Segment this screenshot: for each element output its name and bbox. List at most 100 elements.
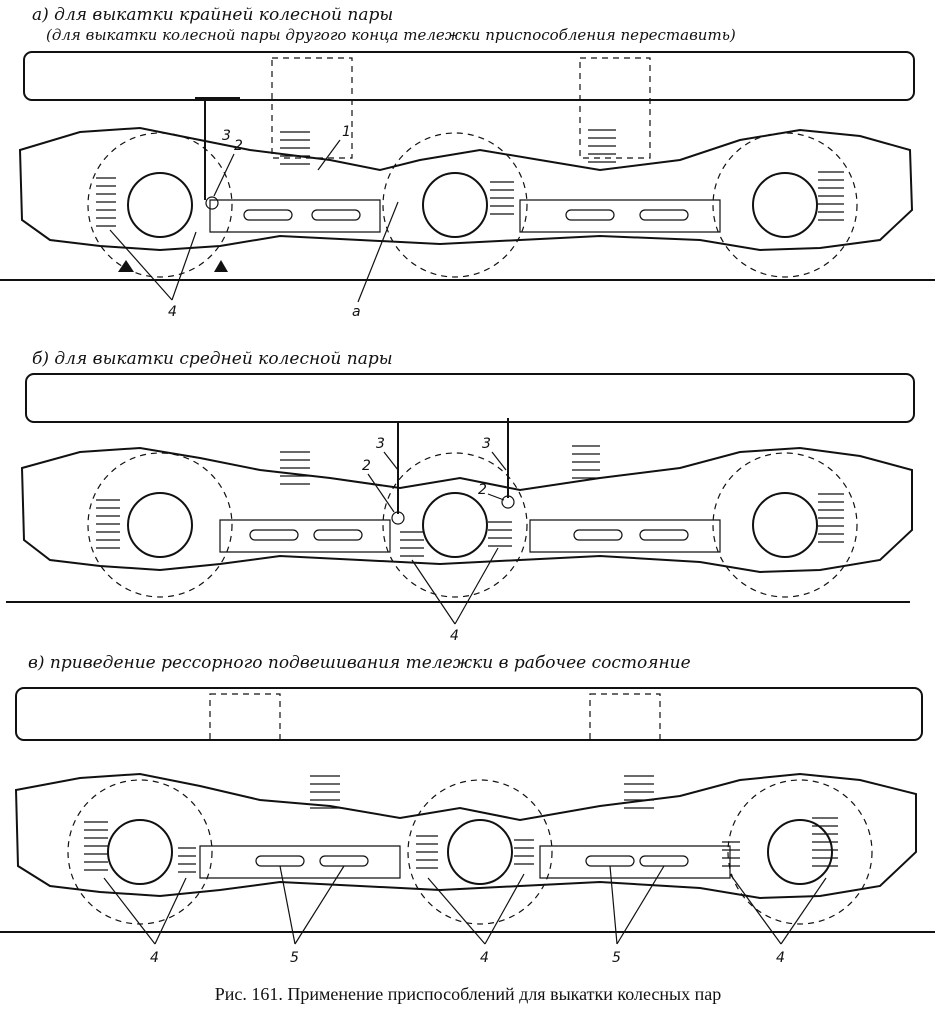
panel-c-callout-5-right: 5	[612, 950, 621, 966]
panel-a-wheel-outline-3	[712, 132, 858, 278]
panel-c-spring-right	[812, 817, 838, 867]
panel-b-cradle-spring-2	[572, 445, 600, 479]
panel-b-callout-2-right: 2	[478, 482, 487, 498]
panel-b-wheel-outline-3	[712, 452, 858, 598]
panel-a-cradle-spring-2	[588, 129, 616, 163]
panel-c-callout-4-mid: 4	[480, 950, 489, 966]
panel-b-spring-right	[818, 493, 844, 543]
panel-a-callout-a: а	[352, 304, 361, 320]
panel-a-spring-right	[818, 171, 844, 221]
panel-a-cradle-spring-1	[280, 131, 310, 165]
panel-a-body-frame	[23, 51, 915, 101]
panel-a-axle-box-3	[752, 172, 818, 238]
panel-b-slot-3	[573, 529, 623, 541]
panel-a-callout-3: 3	[222, 128, 231, 144]
panel-a-spring-left	[96, 177, 116, 227]
panel-c-equalizer-left	[199, 845, 401, 879]
panel-b-slot-2	[313, 529, 363, 541]
panel-a-leader-1	[317, 139, 341, 171]
panel-b-callout-4: 4	[450, 628, 459, 644]
panel-c-wheel-outline-3	[727, 779, 873, 925]
panel-b-leader-2-left	[367, 473, 395, 513]
panel-c-slot-3	[585, 855, 635, 867]
panel-c-spring-left-inner	[178, 847, 196, 873]
panel-a-callout-1: 1	[342, 124, 351, 140]
panel-b-axle-box-1	[127, 492, 193, 558]
panel-c-leader-4-right-a	[729, 873, 782, 945]
panel-a: а) для выкатки крайней колесной пары (дл…	[0, 5, 935, 320]
panel-b-leader-2-right	[487, 493, 505, 501]
panel-c-wheel-outline-2	[407, 779, 553, 925]
panel-c-equalizer-right	[539, 845, 731, 879]
panel-b-slot-1	[249, 529, 299, 541]
panel-b-equalizer-right	[529, 519, 721, 553]
panel-a-slot-1	[243, 209, 293, 221]
panel-a-side-frame	[18, 126, 914, 252]
panel-a-axle-box-1	[127, 172, 193, 238]
panel-a-subtitle: (для выкатки колесной пары другого конца…	[46, 26, 736, 44]
panel-b-wheel-outline-2	[382, 452, 528, 598]
panel-a-leader-4a	[109, 229, 173, 301]
panel-c-leader-4-mid-a	[427, 877, 486, 945]
panel-c-leader-5-left-b	[294, 865, 345, 945]
panel-a-leader-4b	[171, 231, 197, 301]
panel-a-spring-center	[490, 181, 514, 215]
panel-b: б) для выкатки средней колесной пары 2 3…	[6, 349, 915, 644]
panel-b-leader-3-right	[491, 451, 507, 471]
panel-b-hanger-eye-right	[501, 495, 515, 509]
panel-b-callout-2-left: 2	[362, 458, 371, 474]
panel-c-bolster-left	[209, 693, 281, 741]
panel-b-callout-3-left: 3	[376, 436, 385, 452]
panel-c-leader-5-right-b	[616, 865, 665, 945]
panel-c-side-frame	[14, 772, 917, 900]
panel-a-equalizer-right	[519, 199, 721, 233]
panel-a-callout-4: 4	[168, 304, 177, 320]
panel-c-spring-mid-left	[416, 835, 438, 869]
panel-c-spring-right-inner	[722, 841, 740, 867]
panel-c-body-frame	[15, 687, 923, 741]
panel-b-equalizer-left	[219, 519, 391, 553]
panel-a-callout-2: 2	[234, 138, 243, 154]
panel-c-callout-4-right: 4	[776, 950, 785, 966]
panel-b-axle-box-3	[752, 492, 818, 558]
panel-a-bolster-left	[271, 57, 353, 159]
panel-c-leader-4-left-b	[154, 877, 187, 945]
panel-c-slot-2	[319, 855, 369, 867]
panel-a-leader-a	[357, 201, 399, 303]
panel-a-slot-2	[311, 209, 361, 221]
panel-b-slot-4	[639, 529, 689, 541]
panel-b-leader-4b	[454, 547, 499, 625]
panel-c-leader-5-left-a	[279, 865, 296, 945]
panel-a-bolster-right	[579, 57, 651, 159]
panel-a-wheel-outline-1	[87, 132, 233, 278]
panel-c-title: в) приведение рессорного подвешивания те…	[28, 653, 691, 673]
panel-c-leader-4-left-a	[103, 877, 156, 945]
panel-a-equalizer-left	[209, 199, 381, 233]
panel-c-callout-4-left: 4	[150, 950, 159, 966]
panel-b-hanger-eye-left	[391, 511, 405, 525]
panel-c-callout-5-left: 5	[290, 950, 299, 966]
panel-c-leader-4-mid-b	[484, 873, 525, 945]
panel-b-body-frame	[25, 373, 915, 423]
panel-b-spring-left	[96, 499, 120, 549]
panel-b-leader-3-left	[383, 451, 399, 471]
panel-a-axle-box-2	[422, 172, 488, 238]
panel-a-slot-3	[565, 209, 615, 221]
panel-b-callout-3-right: 3	[482, 436, 491, 452]
panel-c-wheel-outline-1	[67, 779, 213, 925]
panel-b-cradle-spring-1	[280, 451, 310, 485]
panel-a-support-right	[214, 260, 228, 272]
figure-caption: Рис. 161. Применение приспособлений для …	[215, 984, 722, 1004]
panel-c-axle-box-1	[107, 819, 173, 885]
panel-a-title: а) для выкатки крайней колесной пары	[32, 5, 393, 25]
panel-b-axle-box-2	[422, 492, 488, 558]
panel-a-hanger-eye	[205, 196, 219, 210]
panel-c-leader-4-right-b	[780, 877, 827, 945]
panel-c-spring-left	[84, 821, 108, 871]
panel-a-wheel-outline-2	[382, 132, 528, 278]
panel-b-side-frame	[20, 446, 913, 574]
panel-b-wheel-outline-1	[87, 452, 233, 598]
panel-b-leader-4a	[411, 559, 456, 625]
panel-c: в) приведение рессорного подвешивания те…	[0, 653, 935, 966]
